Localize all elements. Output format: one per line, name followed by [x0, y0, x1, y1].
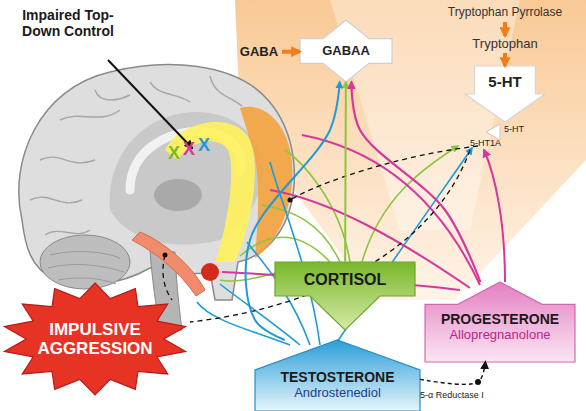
enzyme-label: 5-α Reductase I	[420, 390, 484, 400]
hormone-arrow: PROGESTERONEAllopregnanolone	[425, 282, 575, 362]
node-subtitle: Allopregnanolone	[449, 328, 550, 343]
connector-arrow	[351, 82, 480, 282]
hormone-arrow: TESTOSTERONEAndrostenediol	[255, 340, 420, 411]
hormone-arrow: CORTISOL	[275, 262, 415, 330]
background-cone	[235, 0, 586, 300]
pathway-dot	[163, 253, 168, 258]
leader-arrow	[108, 60, 192, 148]
node-subtitle: Androstenediol	[294, 386, 381, 401]
cerebellum	[40, 235, 130, 289]
connector-arrow	[344, 82, 347, 262]
outcome-starburst: IMPULSIVE AGGRESSION	[2, 283, 188, 395]
pathway-dot	[288, 198, 293, 203]
node-title: PROGESTERONE	[441, 312, 559, 328]
connector-arrow	[246, 82, 340, 340]
receptor-label: 5-HT1A	[470, 138, 501, 148]
shape-fill	[4, 283, 185, 395]
shape-fill	[275, 262, 415, 330]
connector-arrow	[503, 53, 507, 66]
receptor-label: 5-HT	[504, 124, 524, 134]
node-title: Tryptophan Pyrrolase	[448, 6, 562, 19]
impairment-mark: X	[183, 139, 195, 159]
node-title: GABA	[240, 45, 278, 60]
text-node: GABA	[236, 42, 282, 62]
connector-arrow	[420, 362, 485, 384]
connector-arrow	[503, 22, 507, 36]
precursor-text: Tryptophan	[460, 36, 550, 53]
enzyme-dot	[475, 379, 481, 385]
node-title: Tryptophan	[472, 37, 537, 52]
shape-fill	[300, 20, 392, 82]
receptor-arrow	[486, 124, 500, 140]
node-title: 5-HT	[488, 74, 521, 91]
connector-arrow	[282, 50, 300, 54]
thalamus	[154, 179, 202, 211]
cortisol-paths	[220, 146, 458, 281]
shape-fill	[465, 66, 545, 122]
shape-fill	[255, 340, 420, 411]
node-title: CORTISOL	[304, 271, 387, 289]
impairment-mark: X	[198, 135, 210, 155]
serotonin-arrow: 5-HT	[465, 66, 545, 122]
node-title: GABAA	[322, 44, 370, 59]
amygdala	[201, 263, 219, 281]
cingulate-region	[165, 122, 255, 262]
prefrontal-region	[240, 107, 292, 258]
impairment-mark: X	[168, 143, 180, 163]
callout-text: Impaired Top-Down Control	[22, 8, 114, 39]
enzyme-text: Tryptophan Pyrrolase	[430, 4, 580, 22]
cerebellum-folia	[48, 252, 124, 284]
shape-fill	[425, 282, 575, 362]
node-title: TESTOSTERONE	[280, 370, 394, 386]
hippocampus	[132, 232, 205, 296]
receptor-arrow-box: GABAA	[300, 20, 392, 82]
node-title: IMPULSIVE AGGRESSION	[33, 320, 158, 358]
